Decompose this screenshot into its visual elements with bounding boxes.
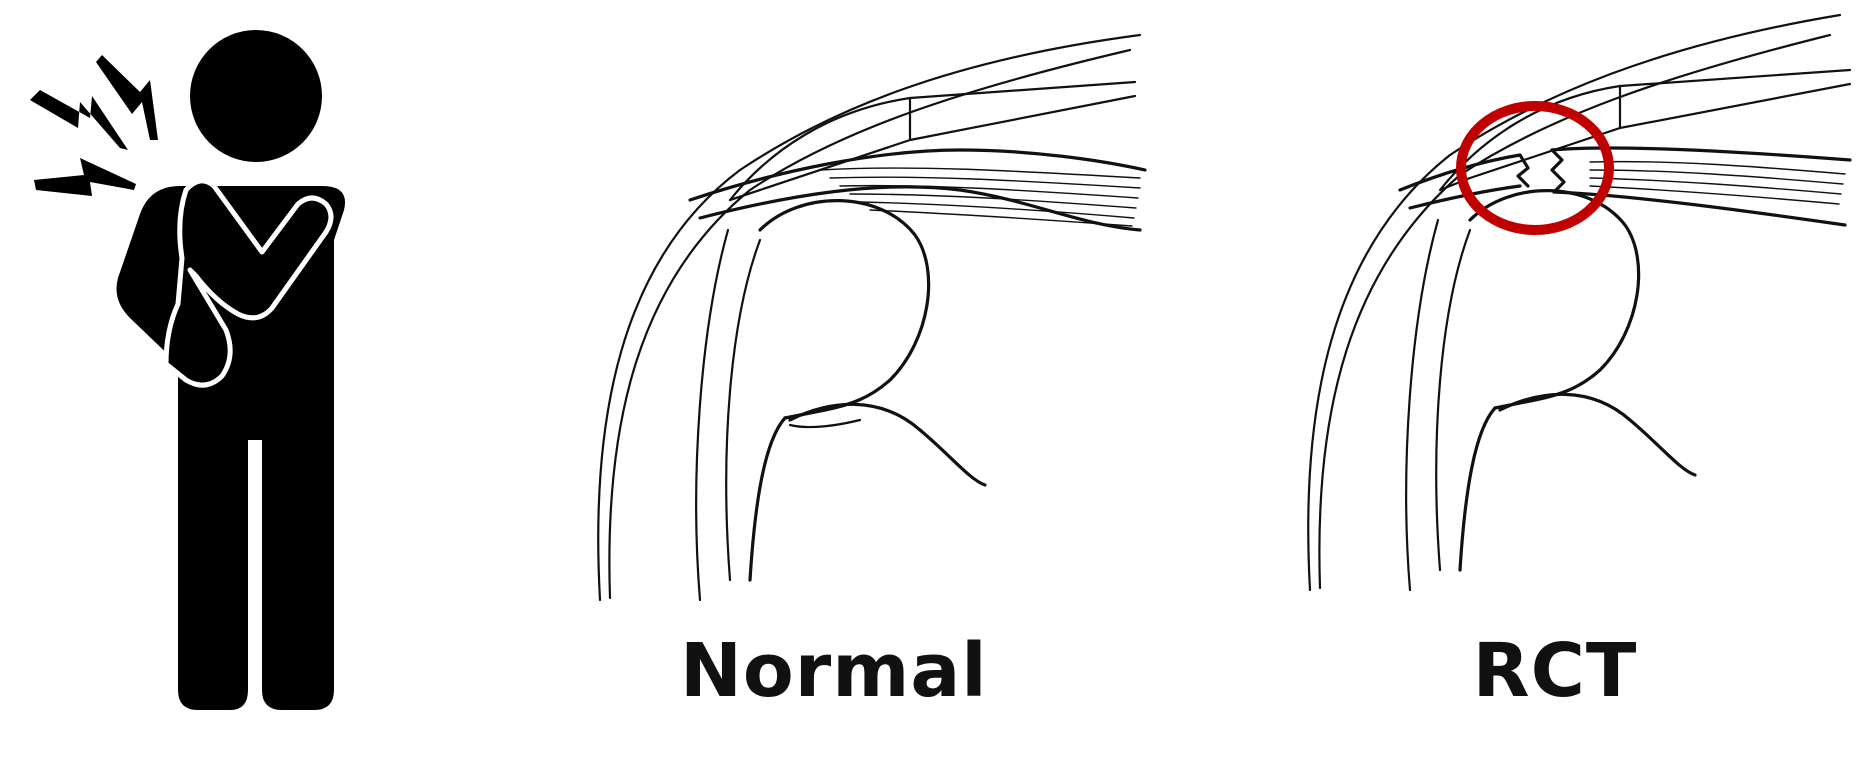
- tendon-fibers: [819, 167, 1141, 227]
- tendon-fibers: [1589, 160, 1846, 205]
- person-shoulder-pain-icon: [30, 30, 346, 710]
- normal-shoulder-panel: [580, 0, 1170, 761]
- rct-shoulder-panel: [1290, 0, 1867, 761]
- shoulder-rct-illustration: [1307, 13, 1852, 592]
- shoulder-normal-illustration: [597, 33, 1147, 602]
- lightning-bolt-icon: [30, 55, 158, 196]
- caption-rct: RCT: [1472, 628, 1638, 714]
- caption-normal: Normal: [680, 628, 988, 714]
- pain-figure-panel: [0, 0, 380, 761]
- tear-highlight-circle: [1456, 101, 1614, 235]
- head: [190, 30, 322, 162]
